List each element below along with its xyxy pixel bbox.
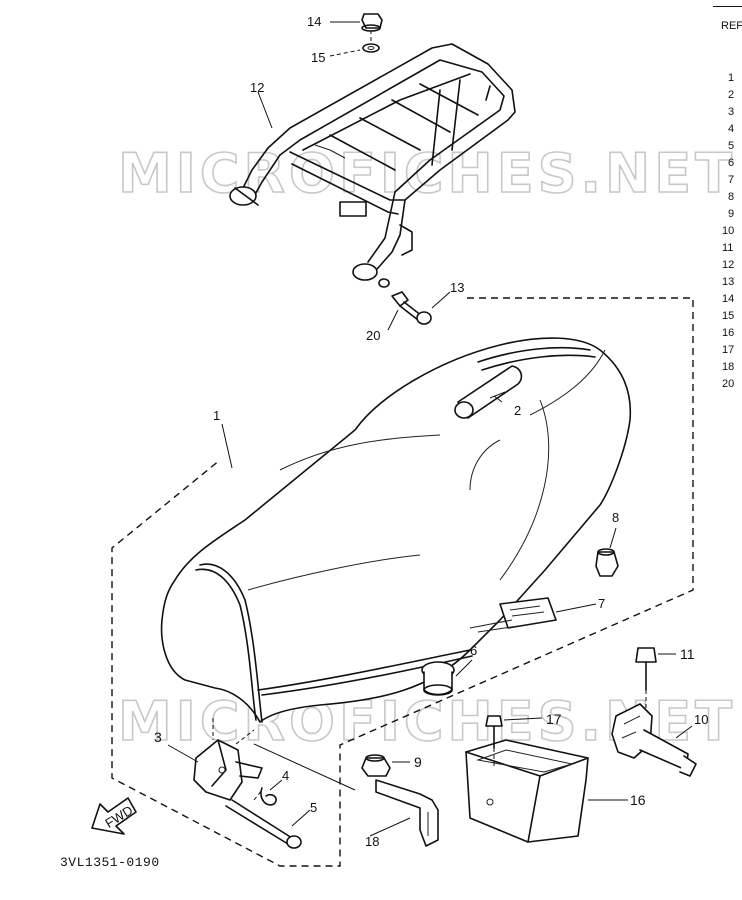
ref-table-row: 20 <box>722 378 735 390</box>
ref-table-row: 11 <box>722 242 734 254</box>
callout-17: 17 <box>546 711 562 727</box>
ref-table-row: 4 <box>728 123 735 135</box>
watermark-top: MICROFICHES.NET <box>118 142 736 205</box>
ref-table-row: 1 <box>728 72 735 84</box>
grip-2 <box>454 365 523 419</box>
callout-13: 13 <box>450 280 464 295</box>
ref-table-row: 9 <box>728 208 735 220</box>
callout-6: 6 <box>470 643 477 658</box>
ref-table-row: 5 <box>728 140 735 152</box>
callout-10: 10 <box>694 712 708 727</box>
damper-6 <box>421 661 455 696</box>
callout-11: 11 <box>680 646 695 662</box>
callout-1: 1 <box>213 408 220 423</box>
ref-table-row: 17 <box>722 344 735 356</box>
seat <box>160 337 632 723</box>
callout-7: 7 <box>598 596 605 611</box>
diagram-code: 3VL1351-0190 <box>60 855 160 870</box>
clip-4 <box>260 787 277 806</box>
callout-12: 12 <box>250 80 264 95</box>
callout-16: 16 <box>630 792 646 808</box>
callout-4: 4 <box>282 768 289 783</box>
ref-table-row: 14 <box>722 293 735 305</box>
bracket-18 <box>375 779 439 847</box>
ref-table-rule <box>713 6 742 7</box>
ref-table-row: 6 <box>728 157 735 169</box>
pad-7 <box>469 597 557 633</box>
ref-table-header: REF <box>721 20 742 32</box>
ref-table-row: 16 <box>722 327 735 339</box>
callout-14: 14 <box>307 14 321 29</box>
ref-table-row: 12 <box>722 259 735 271</box>
ref-table-row: 2 <box>728 89 735 101</box>
assembly-boundary <box>111 297 694 867</box>
bolt-17 <box>485 715 503 768</box>
nut-14 <box>361 13 383 32</box>
ref-table-row: 3 <box>728 106 735 118</box>
carrier-rack <box>229 43 516 288</box>
callout-2: 2 <box>514 403 521 418</box>
callout-18: 18 <box>365 834 379 849</box>
ref-table-row: 8 <box>728 191 735 203</box>
ref-table-row: 7 <box>728 174 735 186</box>
pin-5 <box>225 789 302 849</box>
callout-8: 8 <box>612 510 619 525</box>
seat-lock-3 <box>193 718 263 801</box>
ref-table-row: 10 <box>722 225 735 237</box>
callout-9: 9 <box>414 754 422 770</box>
callout-5: 5 <box>310 800 317 815</box>
ref-table-row: 13 <box>722 276 735 288</box>
ref-table-row: 15 <box>722 310 735 322</box>
washer-15 <box>362 43 380 53</box>
bolt-20 <box>391 291 432 325</box>
callout-3: 3 <box>154 729 162 745</box>
damper-8 <box>595 548 619 577</box>
callout-20: 20 <box>366 328 380 343</box>
damper-9 <box>361 754 391 777</box>
callout-15: 15 <box>311 50 325 65</box>
fwd-arrow-icon: FWD <box>91 797 137 835</box>
hook-10 <box>611 703 697 777</box>
bolt-11 <box>635 647 657 708</box>
ref-table-row: 18 <box>722 361 735 373</box>
tool-box-16 <box>465 739 589 843</box>
